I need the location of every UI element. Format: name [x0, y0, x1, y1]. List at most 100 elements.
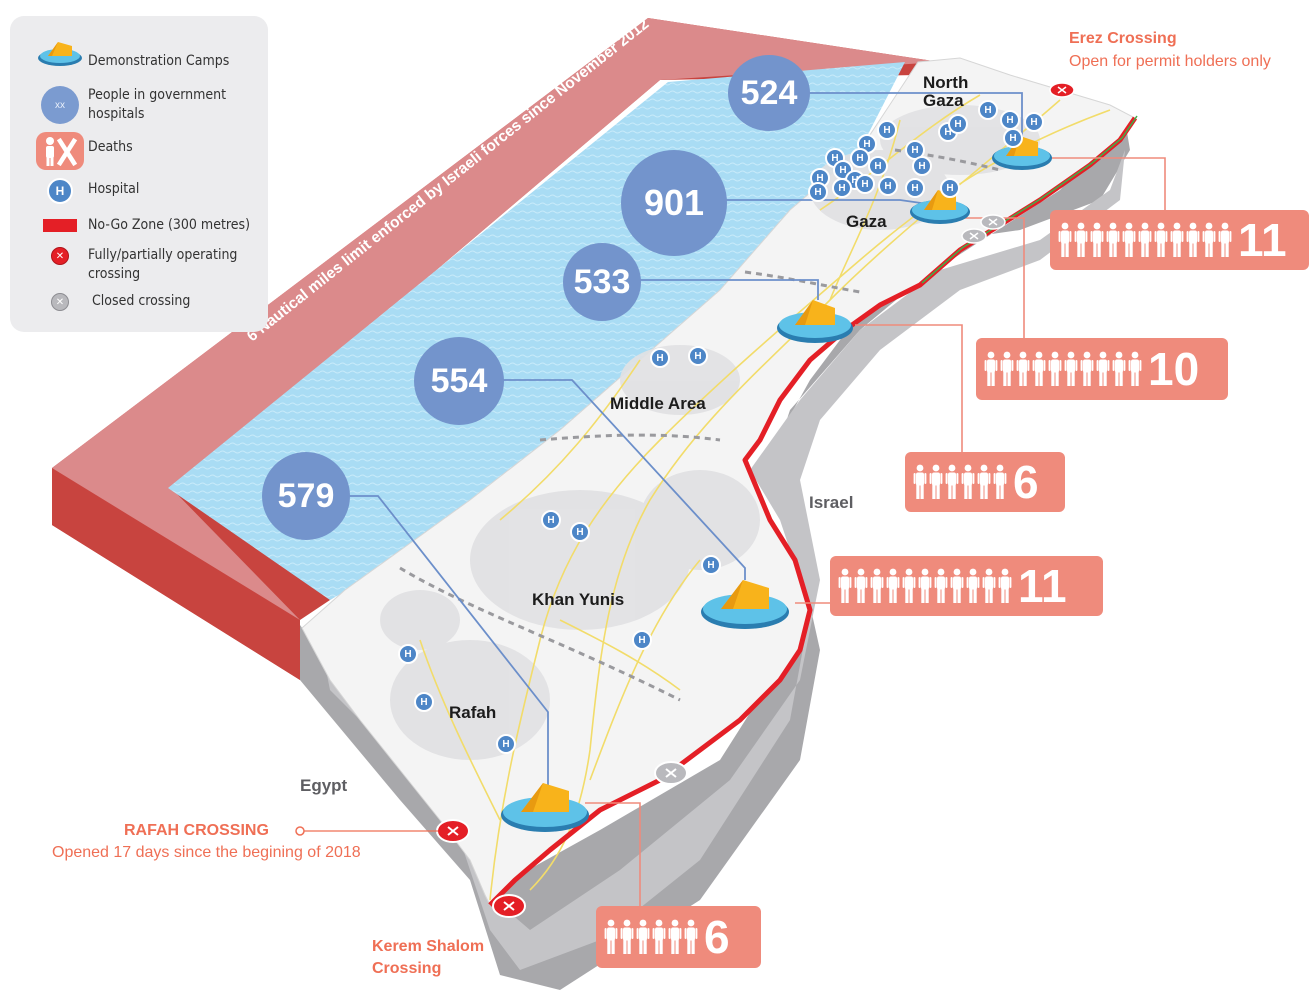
erez-crossing-marker: [1049, 82, 1075, 98]
person-icon: [929, 464, 943, 500]
death-people-icons: [984, 351, 1142, 387]
person-icon: [1112, 351, 1126, 387]
hospital-icon: H: [832, 178, 852, 198]
person-icon: [966, 568, 980, 604]
person-icon: [854, 568, 868, 604]
erez-crossing-note: Open for permit holders only: [1069, 53, 1271, 70]
hospital-icon: H: [1024, 112, 1044, 132]
person-icon: [1218, 222, 1232, 258]
person-icon: [993, 464, 1007, 500]
country-label-egypt: Egypt: [300, 776, 348, 795]
legend-label: Hospital: [88, 181, 140, 197]
hospitalized-circle-north-gaza: 524: [728, 55, 810, 131]
hospital-icon: H: [398, 644, 418, 664]
person-icon: [1128, 351, 1142, 387]
people-circle-icon: xx: [41, 86, 79, 124]
person-icon: [1000, 351, 1014, 387]
kerem-shalom-crossing-title: Kerem Shalom Crossing: [372, 938, 485, 977]
person-icon: [913, 464, 927, 500]
camp-rafah: [501, 783, 589, 832]
person-icon: [1032, 351, 1046, 387]
deaths-box-north-gaza: 11: [1050, 210, 1309, 270]
rafah-crossing-note: Opened 17 days since the begining of 201…: [52, 844, 361, 861]
person-icon: [945, 464, 959, 500]
person-icon: [1202, 222, 1216, 258]
hospitalized-circle-middle-area: 533: [563, 243, 641, 321]
hospital-icon: H: [868, 156, 888, 176]
person-icon: [620, 919, 634, 955]
camp-middle-area: [777, 300, 853, 343]
deaths-count: 11: [1238, 214, 1287, 266]
legend-label: Deaths: [88, 139, 133, 155]
rafah-crossing-title: RAFAH CROSSING: [124, 822, 269, 839]
person-icon: [998, 568, 1012, 604]
legend-label: No-Go Zone (300 metres): [88, 217, 250, 233]
no-go-zone-icon: [43, 219, 77, 232]
legend: Demonstration Camps xx People in governm…: [10, 16, 268, 332]
hospital-icon: H: [650, 348, 670, 368]
person-icon: [1122, 222, 1136, 258]
person-icon: [1016, 351, 1030, 387]
closed-crossing-marker-1: [980, 214, 1006, 230]
governorate-borders: [399, 148, 1001, 702]
person-icon: [1096, 351, 1110, 387]
hospital-icon: H: [940, 178, 960, 198]
area-label-north-gaza: North Gaza: [923, 73, 969, 110]
open-crossing-icon: ✕: [51, 247, 69, 265]
hospitalized-circle-khan-yunis: 554: [414, 337, 504, 425]
hospital-icon: H: [905, 178, 925, 198]
hospital-icon: H: [688, 346, 708, 366]
camp-khan-yunis: [701, 580, 789, 629]
country-label-israel: Israel: [809, 493, 854, 512]
erez-crossing-title: Erez Crossing: [1069, 30, 1177, 47]
hospital-icon: H: [701, 555, 721, 575]
death-people-icons: [913, 464, 1007, 500]
deaths-box-gaza: 10: [976, 338, 1228, 400]
person-icon: [1138, 222, 1152, 258]
hospital-icon: H: [948, 114, 968, 134]
hospital-icon: H: [632, 630, 652, 650]
death-icon: [36, 132, 84, 170]
hospitalized-circle-gaza: 901: [621, 150, 727, 256]
person-icon: [870, 568, 884, 604]
hospitalized-circle-rafah: 579: [262, 452, 350, 540]
hospital-icon: H: [808, 182, 828, 202]
person-icon: [934, 568, 948, 604]
death-people-icons: [604, 919, 698, 955]
hospital-icon: H: [414, 692, 434, 712]
person-icon: [1048, 351, 1062, 387]
death-people-icons: [838, 568, 1012, 604]
hospital-icon: H: [877, 120, 897, 140]
land-cliff: [300, 120, 1130, 990]
legend-label: Fully/partially operating crossing: [88, 247, 238, 282]
legend-label: Demonstration Camps: [88, 53, 230, 69]
legend-label: People in government hospitals: [88, 87, 227, 122]
hospital-icon: H: [496, 734, 516, 754]
legend-label: Closed crossing: [92, 293, 191, 309]
area-label-middle-area: Middle Area: [610, 394, 706, 413]
death-people-icons: [1058, 222, 1232, 258]
person-icon: [838, 568, 852, 604]
hospital-icon: H: [541, 510, 561, 530]
person-icon: [1090, 222, 1104, 258]
person-icon: [668, 919, 682, 955]
death-leader-lines: [585, 157, 1166, 910]
closed-crossing-icon: ✕: [51, 293, 69, 311]
deaths-box-khan-yunis: 11: [830, 556, 1103, 616]
hospital-icon: H: [912, 156, 932, 176]
person-icon: [886, 568, 900, 604]
person-icon: [1058, 222, 1072, 258]
person-icon: [902, 568, 916, 604]
rafah-crossing-marker: [436, 819, 470, 843]
person-icon: [684, 919, 698, 955]
deaths-count: 6: [704, 911, 730, 963]
closed-crossing-marker-2: [961, 228, 987, 244]
deaths-count: 10: [1148, 343, 1200, 395]
person-icon: [652, 919, 666, 955]
area-label-khan-yunis: Khan Yunis: [532, 590, 625, 609]
person-icon: [1106, 222, 1120, 258]
closed-crossing-marker-3: [654, 761, 688, 785]
person-icon: [961, 464, 975, 500]
kerem-shalom-crossing-marker: [492, 894, 526, 918]
sea-frame: [52, 18, 940, 680]
